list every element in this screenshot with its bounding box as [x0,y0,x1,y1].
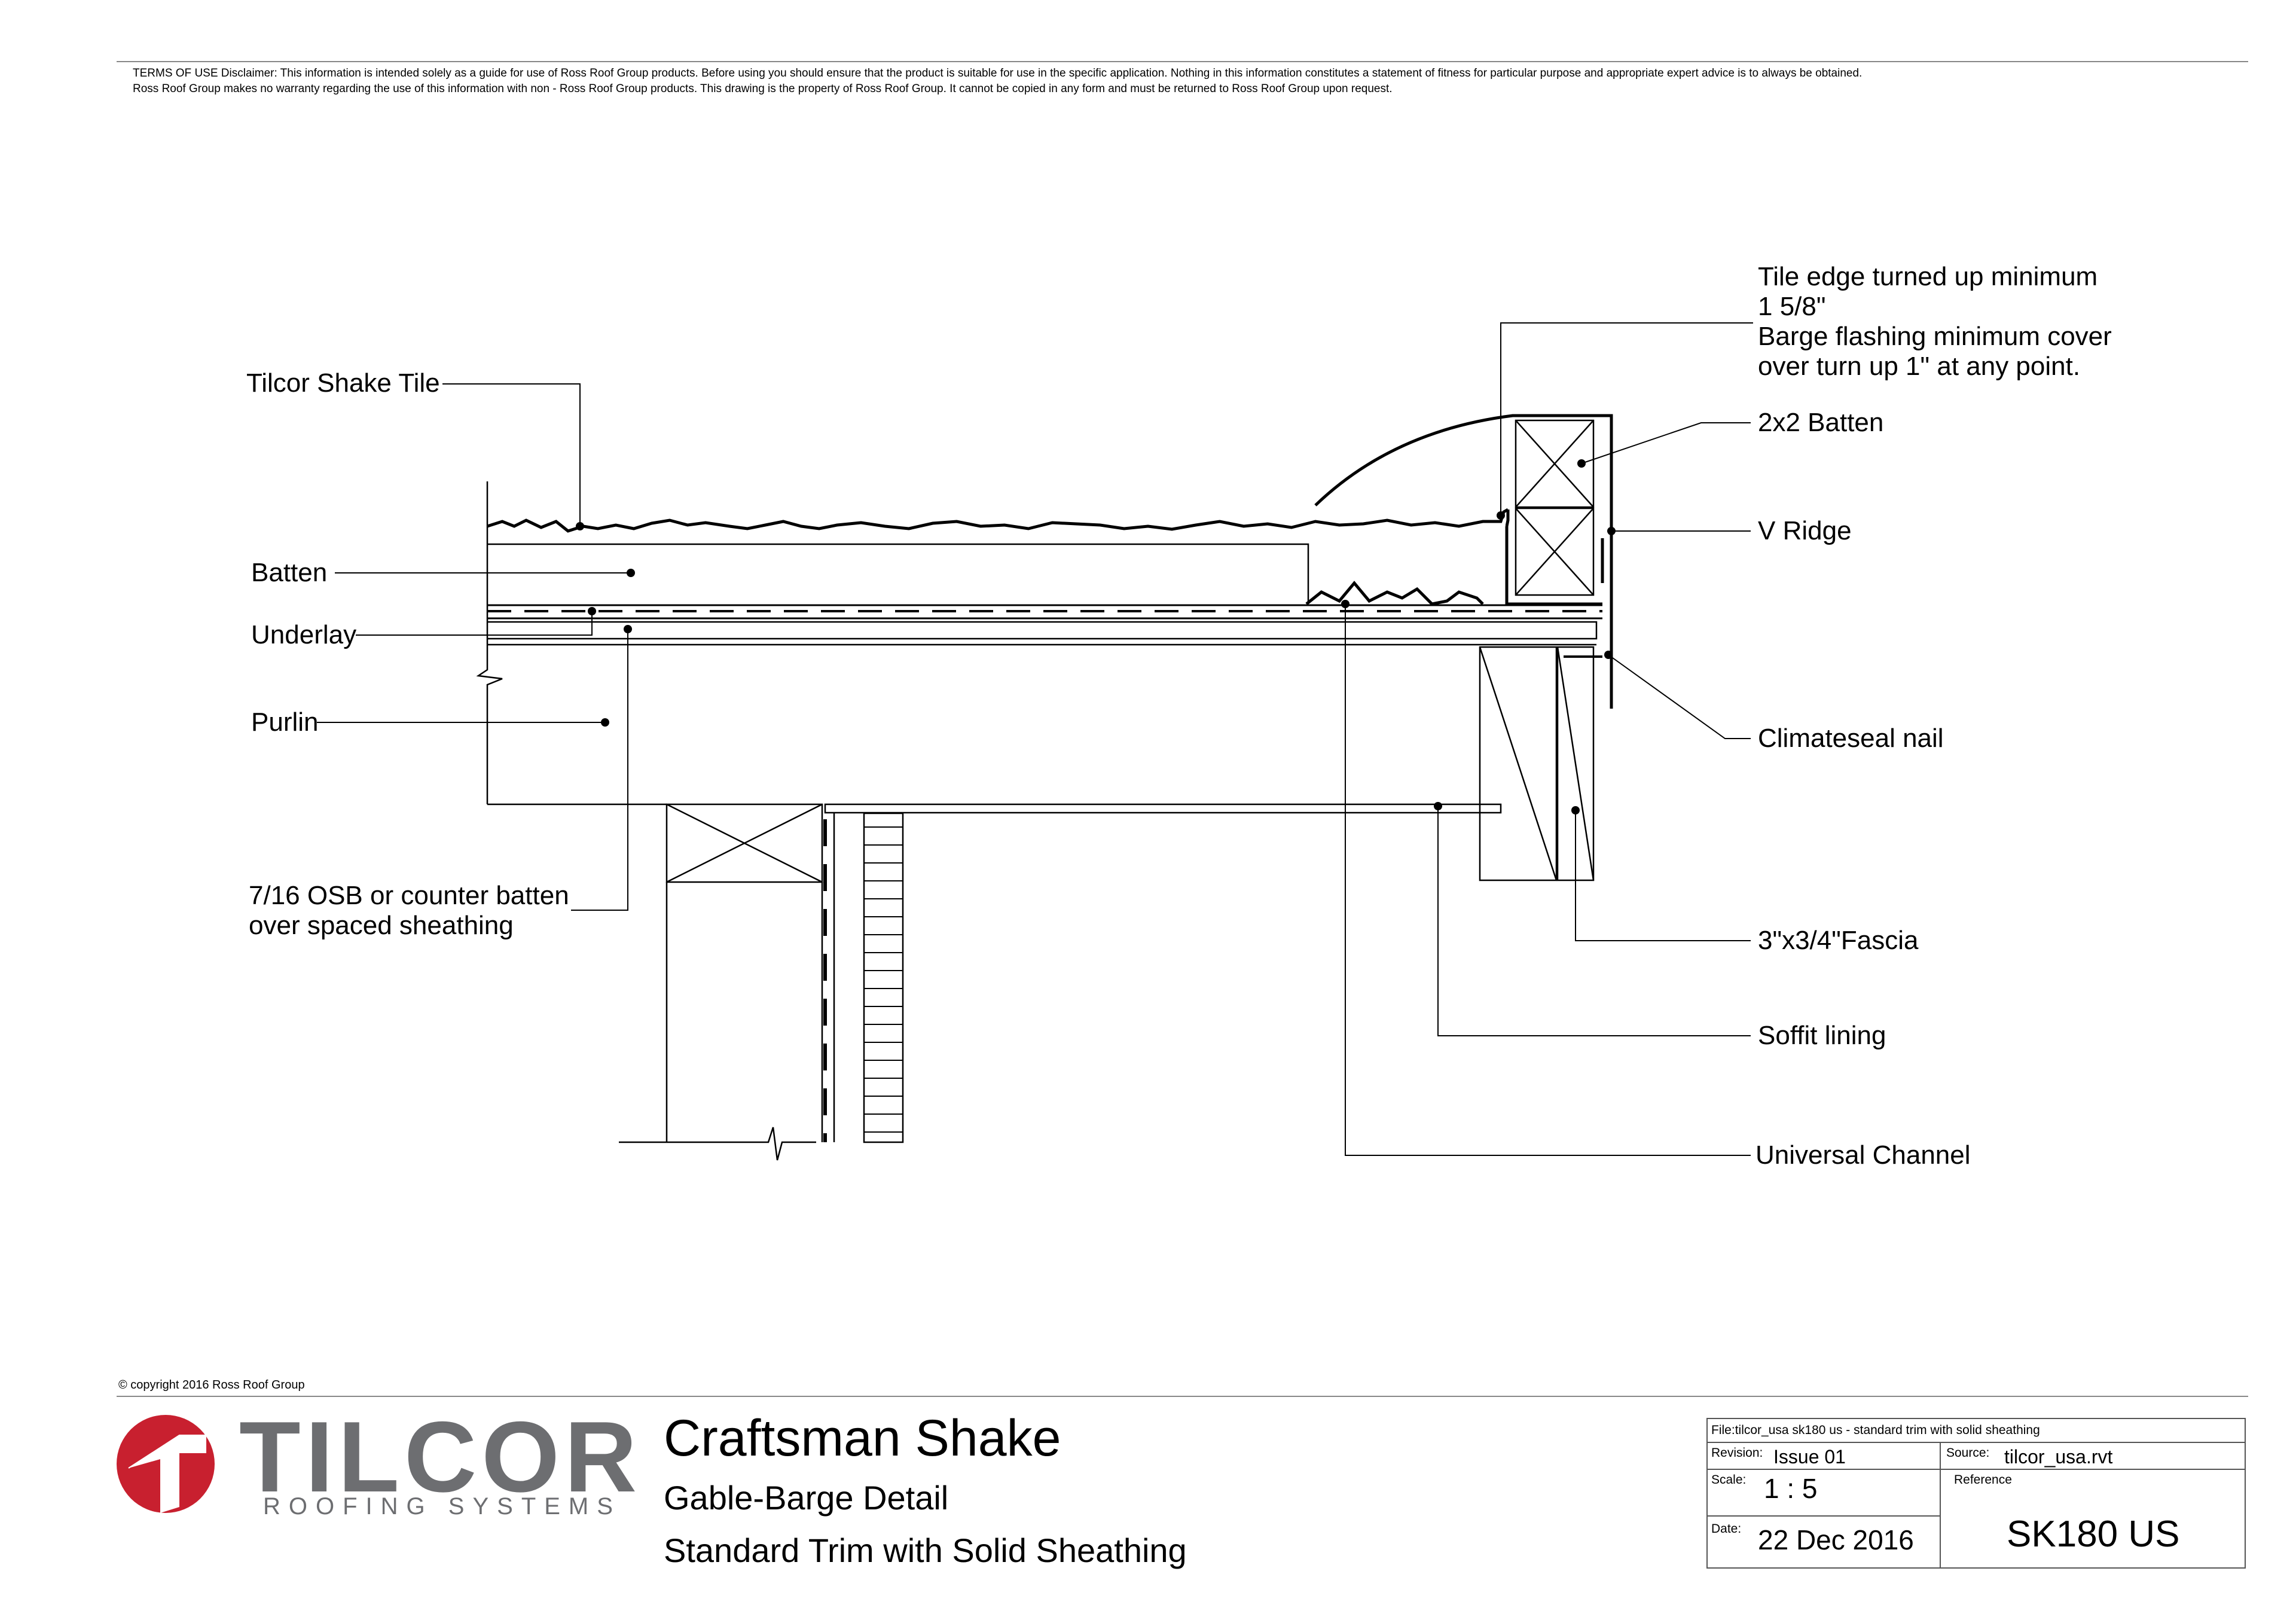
date-value: 22 Dec 2016 [1758,1524,1914,1555]
drawing-title: Craftsman Shake [664,1410,1061,1467]
terms-line-1: TERMS OF USE Disclaimer: This informatio… [133,67,1863,80]
reference-label: Reference [1954,1473,2012,1487]
osb-sheathing [487,621,1598,640]
label-tile-edge-line1: Tile edge turned up minimum [1758,262,2098,291]
title-block-grid [1706,1418,2246,1569]
label-climateseal-nail: Climateseal nail [1758,724,1944,753]
source-value: tilcor_usa.rvt [2004,1446,2113,1468]
leader-osb [571,629,628,911]
label-batten: Batten [251,558,328,587]
logo-wordmark: TILCOR [239,1401,642,1513]
leader-fascia [1575,810,1751,941]
label-tile-edge-line3: Barge flashing minimum cover [1758,322,2112,351]
leader-tilcor-shake-tile [442,383,581,526]
revision-value: Issue 01 [1773,1446,1846,1468]
label-soffit-lining: Soffit lining [1758,1021,1886,1050]
label-tile-edge-line2: 1 5/8" [1758,292,1826,321]
label-universal-channel: Universal Channel [1755,1140,1971,1170]
scale-label: Scale: [1711,1473,1747,1487]
terms-line-2: Ross Roof Group makes no warranty regard… [133,83,1393,95]
leader-lines [317,322,1753,1156]
barge-flashing [1314,414,1613,709]
cladding-board [863,812,904,1143]
label-underlay: Underlay [251,620,357,649]
source-label: Source: [1946,1446,1990,1460]
soffit-lining [824,803,1502,814]
tile-edge-turn-up [1505,510,1510,527]
drawing-subtitle: Gable-Barge Detail [664,1479,949,1517]
barge-inner [1505,526,1602,606]
file-value: tilcor_usa sk180 us - standard trim with… [1735,1423,2040,1437]
file-field: File:tilcor_usa sk180 us - standard trim… [1711,1423,2040,1438]
leader-dots [576,459,1616,814]
reference-value: SK180 US [2007,1514,2180,1555]
cladding-lines [864,826,903,1133]
barge-board [1479,646,1558,881]
leader-soffit-lining [1437,806,1751,1036]
drawing-subtitle-2: Standard Trim with Solid Sheathing [664,1532,1187,1569]
label-osb-line2: over spaced sheathing [249,911,514,940]
tile-profile [487,508,1509,533]
leader-climateseal-nail [1608,654,1751,739]
label-purlin: Purlin [251,707,319,737]
file-label: File: [1711,1423,1735,1437]
label-batten-2x2: 2x2 Batten [1758,408,1884,437]
top-plate [665,803,823,883]
leader-batten-2x2 [1581,422,1751,464]
leader-universal-channel [1345,604,1751,1156]
ground-break-line [619,1127,816,1161]
batten-2x2-lower [1515,507,1595,596]
left-break-line [476,481,503,804]
label-tile-edge-line4: over turn up 1" at any point. [1758,352,2081,381]
copyright: © copyright 2016 Ross Roof Group [118,1378,305,1392]
scale-value: 1 : 5 [1764,1473,1818,1504]
terms-of-use: TERMS OF USE Disclaimer: This informatio… [133,66,2249,97]
batten-2x2-upper [1515,419,1595,508]
leader-tile-edge [1500,322,1753,515]
label-tilcor-shake-tile: Tilcor Shake Tile [246,368,440,398]
label-osb-line1: 7/16 OSB or counter batten [249,881,569,910]
revision-label: Revision: [1711,1446,1763,1460]
universal-channel [1305,581,1484,606]
label-v-ridge: V Ridge [1758,516,1852,545]
label-fascia: 3"x3/4"Fascia [1758,926,1919,955]
tilcor-logo-mark-icon [117,1415,215,1513]
logo-tagline: ROOFING SYSTEMS [263,1493,621,1520]
date-label: Date: [1711,1522,1742,1536]
batten-outline [487,543,1309,604]
leader-underlay [356,611,593,636]
